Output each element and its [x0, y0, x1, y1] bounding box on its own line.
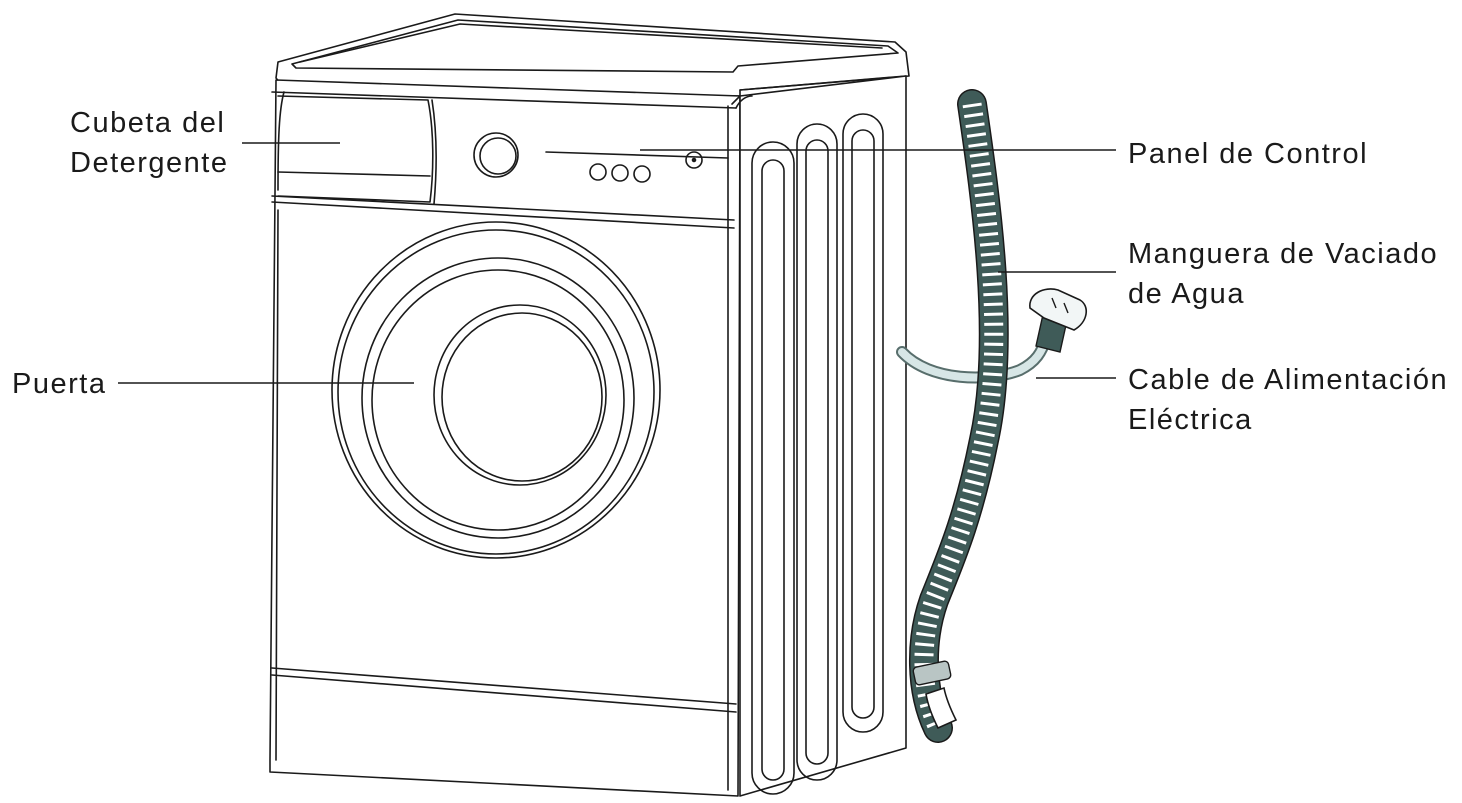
power-plug-icon [1029, 288, 1087, 353]
machine-top [275, 13, 910, 97]
label-cable-line-2: Eléctrica [1128, 404, 1253, 436]
label-door: Puerta [12, 364, 106, 404]
machine-side [731, 75, 907, 797]
label-detergent-line-2: Detergente [70, 147, 229, 179]
button-2 [611, 164, 629, 182]
label-detergent-line-1: Cubeta del [70, 107, 226, 139]
button-1 [589, 163, 607, 181]
leader-lines [118, 142, 1116, 384]
side-rib-2 [796, 123, 838, 781]
label-power-cable: Cable de Alimentación Eléctrica [1128, 360, 1448, 440]
power-cable [896, 288, 1087, 384]
porthole-door-icon [331, 221, 661, 559]
indicator-light [685, 151, 703, 169]
detergent-drawer [277, 95, 437, 205]
label-door-line-1: Puerta [12, 368, 107, 400]
side-rib-3 [842, 113, 884, 733]
hose-clamp [912, 660, 952, 686]
control-panel [473, 132, 729, 183]
side-rib-1 [751, 141, 795, 795]
label-hose-line-1: Manguera de Vaciado [1128, 238, 1439, 270]
washing-machine [269, 13, 910, 797]
machine-front [269, 79, 741, 797]
label-control-panel: Panel de Control [1128, 134, 1368, 174]
button-3 [633, 165, 651, 183]
label-control-line-1: Panel de Control [1128, 138, 1369, 170]
label-drain-hose: Manguera de Vaciado de Agua [1128, 234, 1438, 314]
label-detergent-drawer: Cubeta del Detergente [70, 103, 229, 183]
label-hose-line-2: de Agua [1128, 278, 1245, 310]
corrugated-hose-icon [909, 89, 1009, 743]
label-cable-line-1: Cable de Alimentación [1128, 364, 1449, 396]
hose-outlet [925, 686, 958, 730]
